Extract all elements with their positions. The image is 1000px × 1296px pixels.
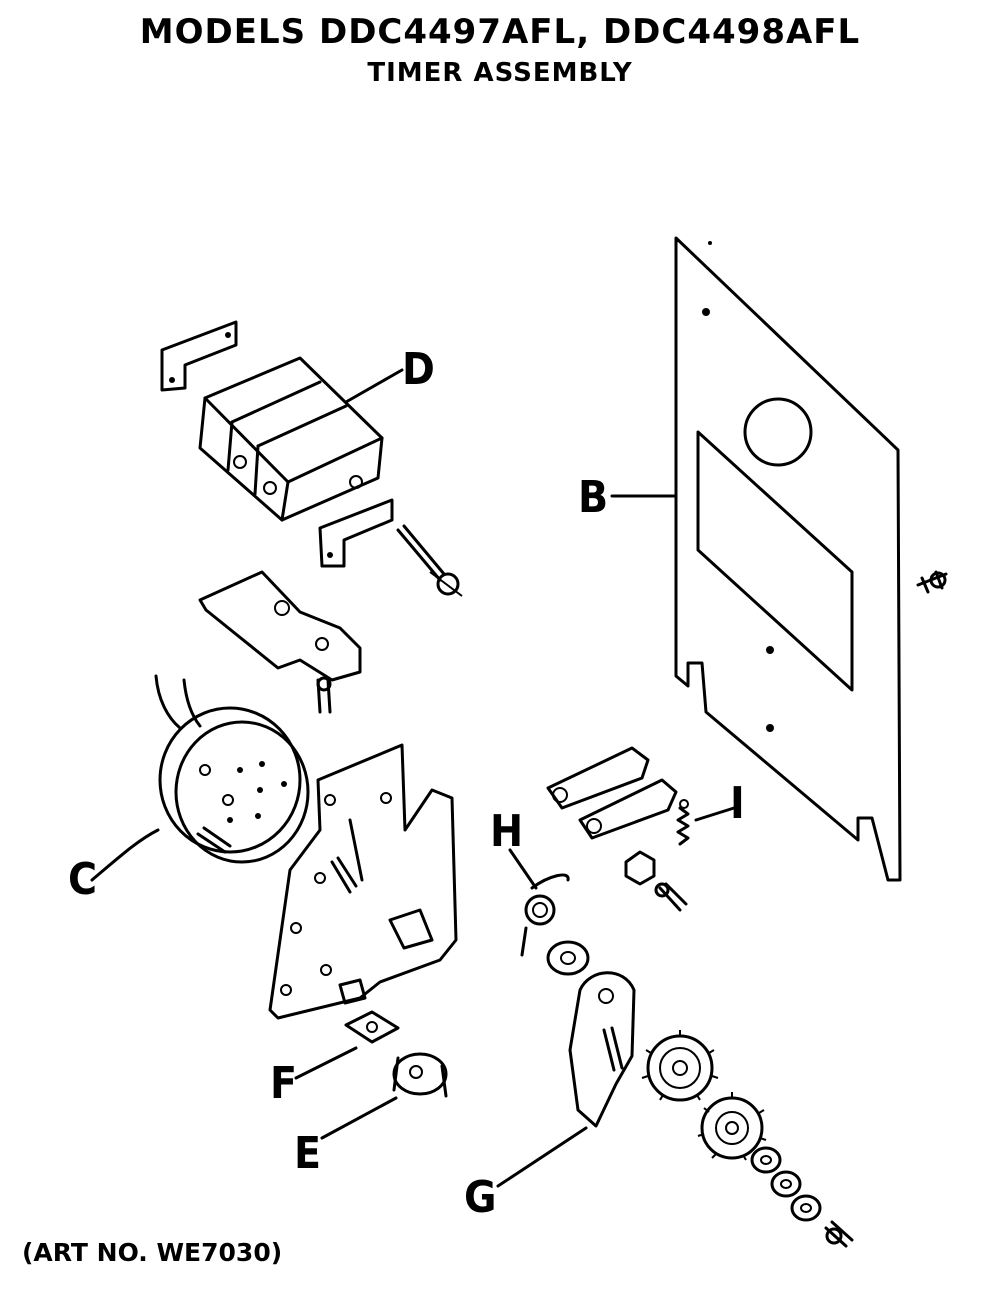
gear-washers bbox=[750, 1146, 854, 1248]
callout-g: G bbox=[464, 1172, 496, 1223]
part-i-spring bbox=[676, 799, 690, 846]
callout-i: I bbox=[730, 778, 745, 829]
part-b-mounting-plate bbox=[674, 236, 902, 882]
nut-and-screw bbox=[624, 850, 688, 912]
part-c-timer-motor bbox=[154, 674, 310, 864]
callout-e: E bbox=[294, 1128, 321, 1179]
callout-b: B bbox=[578, 472, 608, 523]
diagram-title: MODELS DDC4497AFL, DDC4498AFL bbox=[139, 12, 861, 52]
callout-f: F bbox=[270, 1058, 297, 1109]
part-h-spring bbox=[520, 873, 570, 957]
washer bbox=[546, 940, 590, 976]
art-number: (ART NO. WE7030) bbox=[22, 1238, 283, 1267]
part-f-clip bbox=[344, 1010, 400, 1044]
callout-c: C bbox=[68, 854, 97, 905]
callout-h: H bbox=[490, 806, 523, 857]
part-d-switch-block bbox=[160, 320, 463, 597]
switch-bracket bbox=[198, 570, 362, 714]
large-gear bbox=[641, 1030, 719, 1102]
part-e-cam bbox=[392, 1052, 448, 1098]
small-gear bbox=[697, 1092, 767, 1161]
callout-d: D bbox=[402, 344, 435, 395]
timer-frame bbox=[268, 743, 458, 1020]
contact-arms bbox=[546, 746, 678, 840]
plate-screw bbox=[916, 570, 948, 594]
diagram-subtitle: TIMER ASSEMBLY bbox=[367, 58, 633, 88]
part-g-cam-lever bbox=[568, 971, 636, 1128]
leader-lines bbox=[90, 368, 736, 1188]
